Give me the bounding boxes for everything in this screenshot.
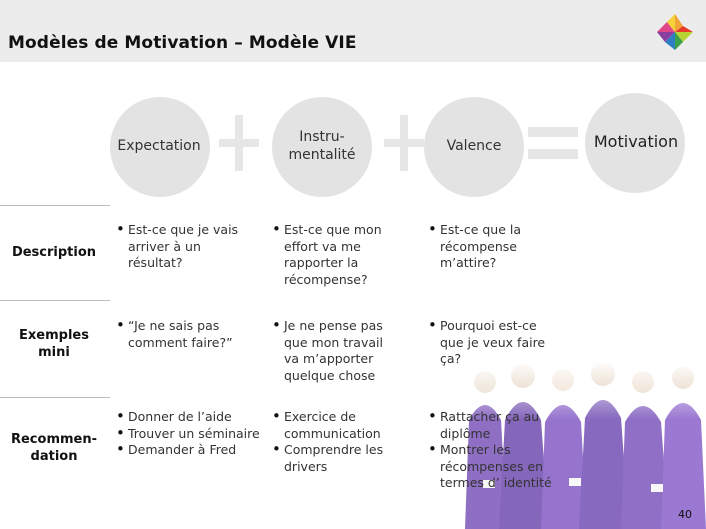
- row-label-description: Description: [11, 245, 97, 260]
- cell-description-expectation: Est-ce que je vais arriver à un résultat…: [116, 221, 256, 272]
- bullet-item: Je ne pense pas que mon travail va m’app…: [272, 317, 400, 384]
- cell-exemples-expectation: “Je ne sais pas comment faire?”: [116, 317, 256, 351]
- bullet-item: Exercice de communication: [272, 408, 392, 442]
- instrumentalite-label: Instru- mentalité: [288, 129, 356, 163]
- bullet-item: Donner de l’aide: [116, 408, 266, 426]
- motivation-circle: [585, 93, 685, 193]
- bullet-item: Est-ce que la récompense m’attire?: [428, 221, 536, 272]
- bullet-item: Est-ce que mon effort va me rapporter la…: [272, 221, 400, 288]
- bullet-item: Trouver un séminaire: [116, 425, 266, 443]
- valence-circle: [424, 97, 524, 197]
- title-bar: Modèles de Motivation – Modèle VIE: [0, 0, 706, 62]
- row-label-exemples: Exemples mini: [19, 328, 89, 360]
- bullet-item: Pourquoi est-ce que je veux faire ça?: [428, 317, 552, 368]
- row-label-recommendation: Recommen- dation: [10, 432, 98, 464]
- expectation-circle: [110, 97, 210, 197]
- cell-recommendation-instrumentalite: Exercice de communication Comprendre les…: [272, 408, 392, 475]
- plus-icon: [219, 115, 259, 171]
- row-divider: [0, 205, 110, 206]
- page-number: 40: [678, 508, 692, 521]
- valence-label: Valence: [446, 138, 502, 154]
- instrumentalite-circle: [272, 97, 372, 197]
- row-divider: [0, 397, 110, 398]
- expectation-label: Expectation: [117, 138, 201, 154]
- company-logo-icon: [657, 14, 693, 50]
- bullet-item: Demander à Fred: [116, 441, 266, 459]
- cell-recommendation-valence: Rattacher ça au diplôme Montrer les réco…: [428, 408, 552, 492]
- motivation-label: Motivation: [593, 132, 679, 151]
- cell-recommendation-expectation: Donner de l’aide Trouver un séminaire De…: [116, 408, 266, 459]
- page-title: Modèles de Motivation – Modèle VIE: [8, 33, 357, 53]
- bullet-item: Montrer les récompenses en termes d’ ide…: [428, 441, 552, 492]
- plus-icon: [384, 115, 424, 171]
- cell-description-instrumentalite: Est-ce que mon effort va me rapporter la…: [272, 221, 400, 288]
- cell-exemples-instrumentalite: Je ne pense pas que mon travail va m’app…: [272, 317, 400, 384]
- bullet-item: “Je ne sais pas comment faire?”: [116, 317, 256, 351]
- bullet-item: Comprendre les drivers: [272, 441, 392, 475]
- cell-exemples-valence: Pourquoi est-ce que je veux faire ça?: [428, 317, 552, 368]
- bullet-item: Rattacher ça au diplôme: [428, 408, 552, 442]
- equals-icon: [528, 127, 578, 159]
- cell-description-valence: Est-ce que la récompense m’attire?: [428, 221, 536, 272]
- row-divider: [0, 300, 110, 301]
- bullet-item: Est-ce que je vais arriver à un résultat…: [116, 221, 256, 272]
